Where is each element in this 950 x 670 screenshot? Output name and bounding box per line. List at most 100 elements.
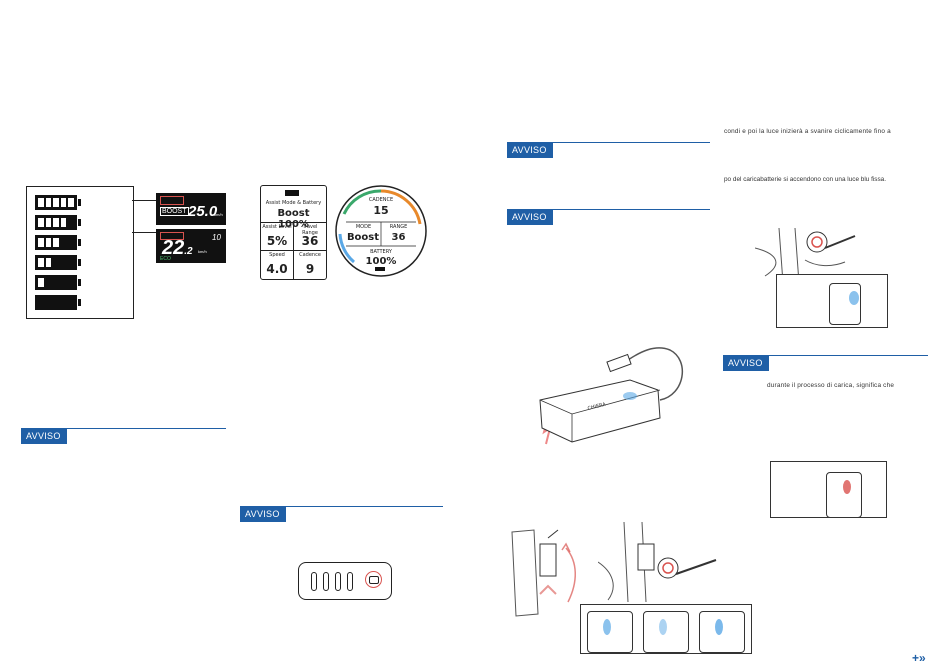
battery-label: BATTERY: [370, 249, 392, 255]
battery-tip: [78, 259, 81, 266]
notice-rule: [723, 355, 928, 356]
body-text-line: po del caricabatterie si accendono con u…: [724, 176, 886, 183]
led-bar: [335, 572, 341, 591]
battery-level-icon: [35, 235, 81, 250]
speed-label: Speed: [269, 252, 285, 258]
eco-speed-value: 22.2: [162, 237, 193, 260]
battery-level-icon: [35, 295, 81, 310]
charger-box-red: [770, 461, 887, 518]
battery-tip: [78, 199, 81, 206]
notice-rule: [21, 428, 226, 429]
callout-line: [132, 232, 156, 233]
battery-red-icon: [160, 196, 184, 205]
battery-tip: [78, 219, 81, 226]
eco-speed-dec: .2: [184, 246, 193, 257]
battery-segment: [53, 278, 59, 287]
eco-label: ECO: [160, 256, 171, 262]
lcd-boost-display: BOOST 25.0 km/h: [156, 193, 226, 225]
battery-segment: [53, 198, 59, 207]
battery-segment: [38, 258, 44, 267]
battery-segment: [45, 278, 52, 287]
travel-range-label: Travel Range: [302, 224, 318, 236]
bike-frame-plugged-illustration: [598, 522, 717, 602]
notice-badge: AVVISO: [507, 209, 553, 225]
assist-mode-battery-label: Assist Mode & Battery: [265, 200, 322, 206]
battery-level-icon: [35, 275, 81, 290]
battery-segment: [68, 238, 74, 247]
battery-segment: [45, 298, 52, 307]
speed-value: 25.0: [188, 203, 218, 220]
battery-segment: [45, 198, 52, 207]
eco-trip: 10: [212, 233, 221, 242]
charger-led-sequence: [580, 604, 752, 654]
battery-level-icon: [35, 255, 81, 270]
battery-segment: [53, 218, 59, 227]
cadence-label: Cadence: [299, 252, 321, 258]
cadence-value: 9: [305, 262, 315, 276]
range-value: 36: [391, 232, 406, 243]
led-bar: [347, 572, 353, 591]
battery-tip: [78, 239, 81, 246]
bike-frame-open-illustration: [511, 529, 576, 617]
round-display-gauge: [335, 185, 427, 277]
battery-segment: [53, 238, 59, 247]
round-display: CADENCE 15 MODE Boost RANGE 36 BATTERY 1…: [334, 184, 428, 278]
battery-segment: [60, 238, 67, 247]
battery-icon: [285, 190, 299, 196]
battery-segment: [45, 218, 52, 227]
battery-segment: [60, 218, 67, 227]
battery-tip: [78, 299, 81, 306]
battery-segment: [68, 278, 74, 287]
led-blue-indicator: [715, 619, 723, 635]
assist-level-label: Assist Level: [262, 224, 292, 230]
battery-segment: [38, 218, 44, 227]
battery-segment: [38, 278, 44, 287]
battery-led-panel: [298, 562, 392, 600]
battery-segment: [60, 298, 67, 307]
battery-segment: [60, 258, 67, 267]
battery-segment: [53, 258, 59, 267]
led-bar: [311, 572, 317, 591]
led-blue-indicator: [849, 291, 859, 305]
led-red-indicator: [843, 480, 851, 494]
boost-label: BOOST: [160, 207, 189, 216]
battery-level-icon: [35, 215, 81, 230]
battery-segment: [38, 298, 44, 307]
charger-box-blue: [776, 274, 888, 328]
mode-label: MODE: [355, 224, 372, 230]
travel-range-value: 36: [301, 234, 319, 248]
square-display: Assist Mode & Battery Boost 100% Assist …: [260, 185, 327, 280]
notice-badge: AVVISO: [21, 428, 67, 444]
battery-red-icon: [160, 232, 184, 240]
range-label: RANGE: [389, 224, 408, 230]
battery-level-chart: [26, 186, 134, 319]
speed-value: 4.0: [266, 262, 288, 276]
charger-brand: CHIERA: [587, 401, 607, 411]
charger-illustration: CHIERA: [539, 347, 684, 445]
cadence-value: 15: [373, 204, 389, 217]
battery-tip: [78, 279, 81, 286]
cadence-label: CADENCE: [368, 197, 394, 203]
battery-segment: [68, 258, 74, 267]
power-button: [365, 571, 382, 588]
battery-segment: [68, 298, 74, 307]
battery-segment: [45, 258, 52, 267]
lcd-eco-display: 22.2 km/h 10 ECO: [156, 229, 226, 263]
battery-segment: [38, 238, 44, 247]
eco-unit: km/h: [198, 249, 207, 254]
battery-level-icon: [35, 195, 81, 210]
divider: [261, 250, 326, 251]
battery-segment: [53, 298, 59, 307]
battery-value: 100%: [365, 256, 397, 267]
notice-rule: [507, 142, 710, 143]
eco-speed-int: 22: [162, 237, 185, 259]
callout-line: [132, 200, 156, 201]
battery-segment: [68, 198, 74, 207]
battery-segment: [60, 278, 67, 287]
led-blue-indicator: [659, 619, 667, 635]
double-chevron-right-icon[interactable]: +»: [912, 651, 926, 665]
bike-port-illustration: [755, 228, 856, 283]
battery-segment: [38, 198, 44, 207]
led-blue-indicator: [603, 619, 611, 635]
battery-segment: [68, 218, 74, 227]
